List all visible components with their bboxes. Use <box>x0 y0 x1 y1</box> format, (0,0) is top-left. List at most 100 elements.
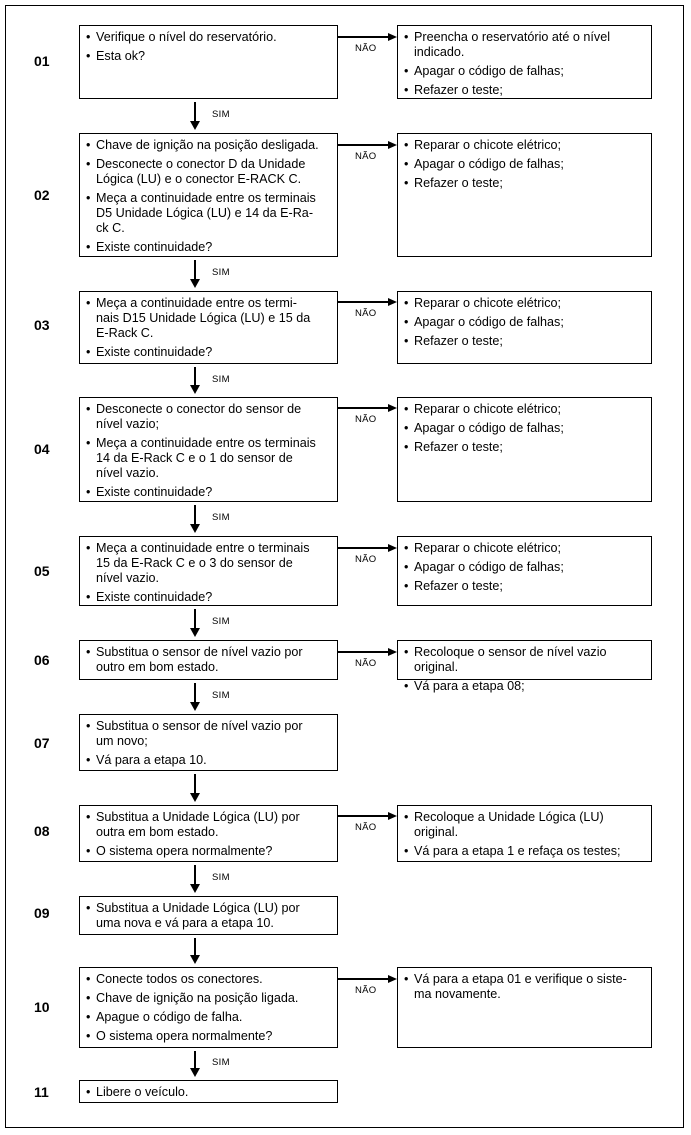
yes-label: SIM <box>212 690 230 701</box>
item-text: Refazer o teste; <box>414 579 503 593</box>
bullet-icon: • <box>86 645 91 659</box>
bullet-icon: • <box>404 679 409 693</box>
item-text: Existe continuidade? <box>96 485 213 499</box>
bullet-icon: • <box>86 1029 91 1043</box>
list-item: •Recoloque o sensor de nível vazio origi… <box>404 645 645 675</box>
item-text: Apagar o código de falhas; <box>414 64 564 78</box>
yes-arrow-head-icon <box>190 524 200 533</box>
no-arrow-head-icon <box>388 33 397 41</box>
list-item: • O sistema opera normalmente? <box>86 1029 331 1044</box>
bullet-icon: • <box>86 1010 91 1024</box>
yes-arrow-head-icon <box>190 385 200 394</box>
list-item: •Esta ok? <box>86 49 331 64</box>
step-number: 03 <box>34 317 50 333</box>
list-item: • O sistema opera normalmente? <box>86 844 331 859</box>
bullet-icon: • <box>86 541 91 555</box>
bullet-icon: • <box>86 972 91 986</box>
step-number: 07 <box>34 735 50 751</box>
no-label: NÃO <box>355 43 377 54</box>
list-item: •Meça a continuidade entre os termi- nai… <box>86 296 331 341</box>
step-box: •Substitua a Unidade Lógica (LU) por out… <box>79 805 338 862</box>
step-box: •Substitua o sensor de nível vazio por o… <box>79 640 338 680</box>
item-text: Apagar o código de falhas; <box>414 560 564 574</box>
list-item: •Substitua o sensor de nível vazio por u… <box>86 719 331 749</box>
yes-label: SIM <box>212 872 230 883</box>
yes-arrow-head-icon <box>190 121 200 130</box>
list-item: •Desconecte o conector do sensor de níve… <box>86 402 331 432</box>
bullet-icon: • <box>86 991 91 1005</box>
list-item: •Reparar o chicote elétrico; <box>404 402 645 417</box>
step-box: • Conecte todos os conectores. •Chave de i… <box>79 967 338 1048</box>
item-text: Existe continuidade? <box>96 240 213 254</box>
bullet-icon: • <box>86 901 91 915</box>
step-box: •Substitua o sensor de nível vazio por u… <box>79 714 338 771</box>
bullet-icon: • <box>404 315 409 329</box>
step-number: 01 <box>34 53 50 69</box>
item-text: Conecte todos os conectores. <box>96 972 263 986</box>
bullet-icon: • <box>86 191 91 205</box>
list-item: • Existe continuidade? <box>86 590 331 605</box>
no-arrow-head-icon <box>388 141 397 149</box>
action-box: •Preencha o reservatório até o nível ind… <box>397 25 652 99</box>
bullet-icon: • <box>86 345 91 359</box>
yes-arrow-head-icon <box>190 1068 200 1077</box>
no-arrow-head-icon <box>388 648 397 656</box>
bullet-icon: • <box>86 719 91 733</box>
step-box: •Verifique o nível do reservatório.•Esta… <box>79 25 338 99</box>
list-item: •Apagar o código de falhas; <box>404 421 645 436</box>
step-box: •Libere o veículo. <box>79 1080 338 1103</box>
list-item: •Apagar o código de falhas; <box>404 157 645 172</box>
no-arrow-head-icon <box>388 404 397 412</box>
list-item: •Vá para a etapa 10. <box>86 753 331 768</box>
list-item: •Meça a continuidade entre os terminais … <box>86 191 331 236</box>
step-box: • Substitua a Unidade Lógica (LU) por uma… <box>79 896 338 935</box>
item-text: Desconecte o conector D da Unidade Lógic… <box>96 157 306 186</box>
bullet-icon: • <box>404 440 409 454</box>
action-box: •Reparar o chicote elétrico;•Apagar o có… <box>397 291 652 364</box>
bullet-icon: • <box>86 240 91 254</box>
list-item: •Refazer o teste; <box>404 176 645 191</box>
item-text: Existe continuidade? <box>96 345 213 359</box>
bullet-icon: • <box>404 157 409 171</box>
list-item: • Desconecte o conector D da Unidade Lógi… <box>86 157 331 187</box>
item-text: Reparar o chicote elétrico; <box>414 402 561 416</box>
no-arrow-head-icon <box>388 975 397 983</box>
list-item: • Vá para a etapa 08; <box>404 679 645 694</box>
no-arrow-head-icon <box>388 544 397 552</box>
bullet-icon: • <box>404 972 409 986</box>
no-label: NÃO <box>355 308 377 319</box>
item-text: Vá para a etapa 08; <box>414 679 525 693</box>
step-box: •Desconecte o conector do sensor de níve… <box>79 397 338 502</box>
list-item: •Substitua a Unidade Lógica (LU) por out… <box>86 810 331 840</box>
bullet-icon: • <box>86 844 91 858</box>
bullet-icon: • <box>404 560 409 574</box>
bullet-icon: • <box>86 157 91 171</box>
bullet-icon: • <box>404 645 409 659</box>
action-box: •Reparar o chicote elétrico;•Apagar o có… <box>397 133 652 257</box>
item-text: O sistema opera normalmente? <box>96 1029 273 1043</box>
yes-label: SIM <box>212 1057 230 1068</box>
item-text: Refazer o teste; <box>414 334 503 348</box>
action-box: •Recoloque a Unidade Lógica (LU) origina… <box>397 805 652 862</box>
bullet-icon: • <box>86 30 91 44</box>
item-text: Substitua a Unidade Lógica (LU) por uma … <box>96 901 300 930</box>
action-box: •Reparar o chicote elétrico;•Apagar o có… <box>397 536 652 606</box>
bullet-icon: • <box>404 176 409 190</box>
action-box: •Reparar o chicote elétrico;•Apagar o có… <box>397 397 652 502</box>
yes-arrow-head-icon <box>190 628 200 637</box>
item-text: Desconecte o conector do sensor de nível… <box>96 402 302 431</box>
bullet-icon: • <box>404 138 409 152</box>
step-number: 04 <box>34 441 50 457</box>
step-box: •Meça a continuidade entre o terminais 1… <box>79 536 338 606</box>
bullet-icon: • <box>404 810 409 824</box>
item-text: Existe continuidade? <box>96 590 213 604</box>
list-item: •Chave de ignição na posição ligada. <box>86 991 331 1006</box>
step-number: 10 <box>34 999 50 1015</box>
list-item: •Refazer o teste; <box>404 440 645 455</box>
item-text: Refazer o teste; <box>414 83 503 97</box>
item-text: O sistema opera normalmente? <box>96 844 273 858</box>
list-item: • Existe continuidade? <box>86 345 331 360</box>
bullet-icon: • <box>404 30 409 44</box>
list-item: •Apagar o código de falhas; <box>404 315 645 330</box>
